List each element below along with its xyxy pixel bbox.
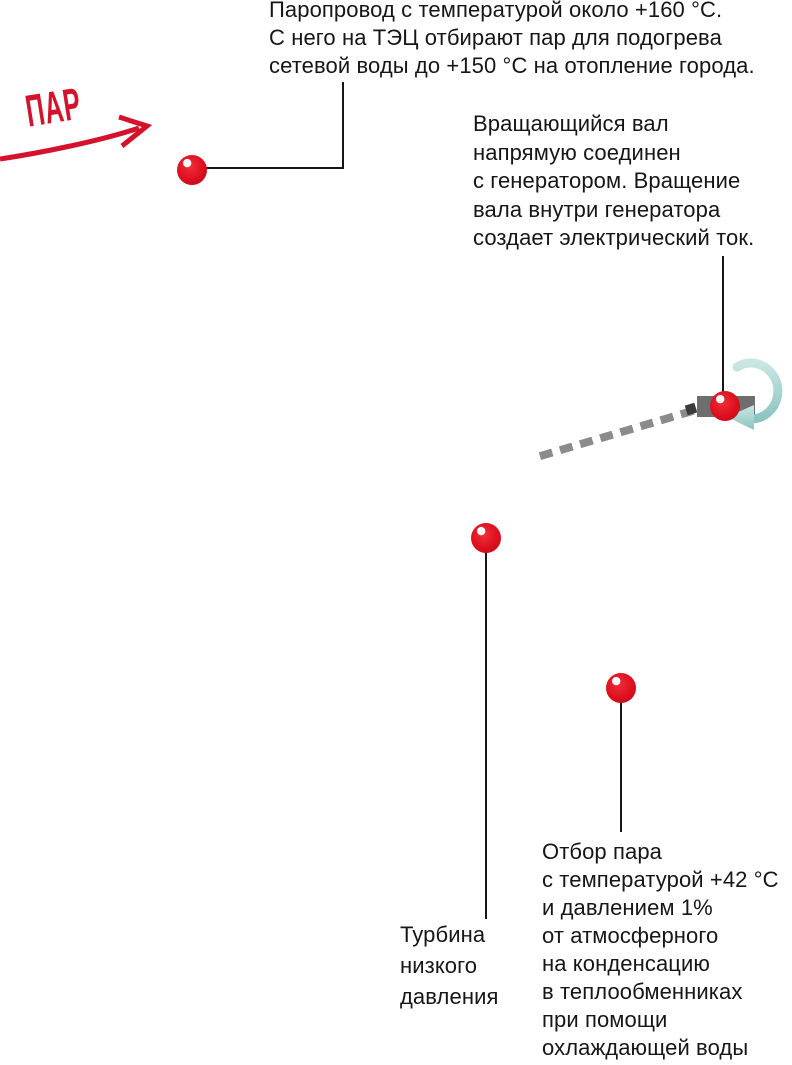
shaft-generator-note: Вращающийся вал напрямую соединен с гене… [473, 111, 755, 250]
pipeline-note: Паропровод с температурой около +160 °C.… [269, 0, 755, 78]
shaft-leader-line [722, 256, 724, 394]
extraction-marker-dot [606, 673, 636, 703]
pipeline-leader-line-vertical [342, 82, 344, 169]
steam-flow-arrow-icon [0, 114, 153, 162]
extraction-leader-line [620, 701, 622, 832]
steam-label: ПАР [22, 77, 85, 137]
turbine-marker-dot [471, 523, 501, 553]
rotation-arrow-icon [727, 358, 783, 430]
pipeline-marker-dot [177, 155, 207, 185]
pipeline-leader-line-horizontal [204, 167, 344, 169]
turbine-note: Турбина низкого давления [400, 922, 499, 1009]
shaft-marker-dot [710, 391, 740, 421]
turbine-leader-line [485, 551, 487, 919]
extraction-note: Отбор пара с температурой +42 °C и давле… [542, 839, 779, 1060]
shaft-dashed-line [538, 405, 701, 460]
